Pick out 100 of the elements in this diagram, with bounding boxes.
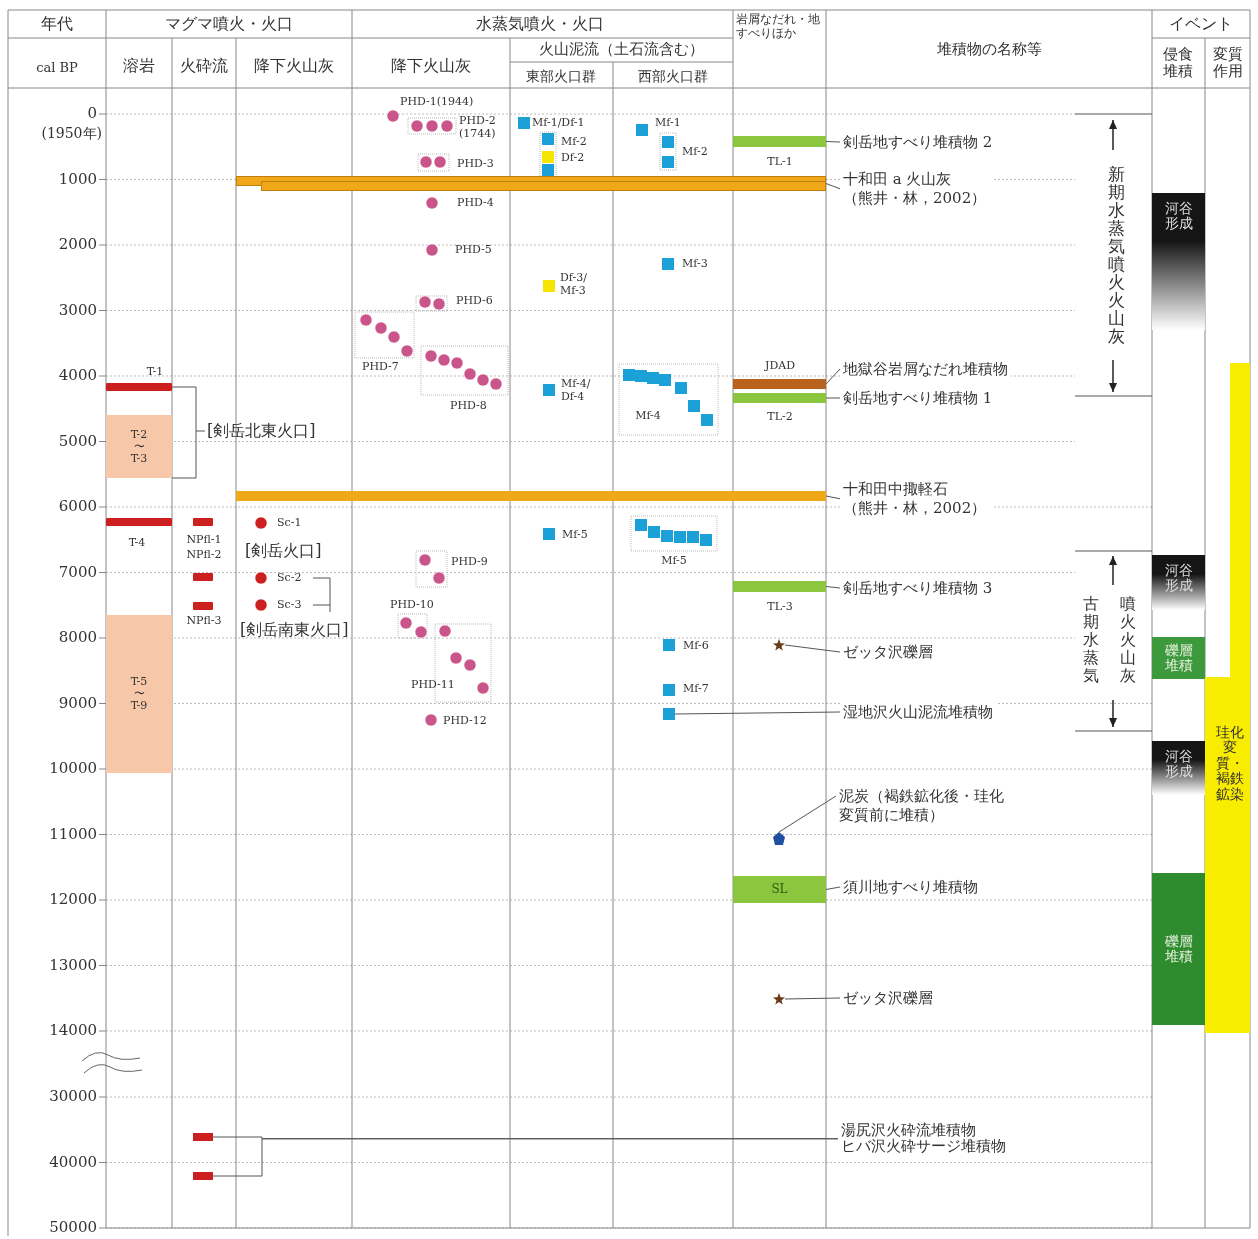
vent-label: [剣岳火口] [245,541,322,561]
marker-label: NPfl-3 [186,614,222,628]
event-bar: 河谷形成 [1152,741,1205,795]
leader-line [674,711,841,715]
column-header: 降下火山灰 [391,56,471,76]
vent-label: [剣岳北東火口] [207,421,316,441]
column-header: 変質作用 [1212,45,1244,81]
tick-label: 12000 [49,891,97,909]
marker-label: TL-2 [767,410,793,424]
tick-label: 11000 [49,825,97,844]
marker-label: Mf-3 [682,257,708,271]
tick-label: 3000 [58,301,97,320]
leader-line [778,795,837,833]
marker-label: PHD-2 (1744) [459,115,497,141]
deposit-name: 十和田 a 火山灰（熊井・林，2002） [840,170,992,208]
tick-label: 10000 [49,760,97,778]
column-header: マグマ噴火・火口 [165,14,293,34]
leader-line [825,886,841,890]
tephra-bar [236,491,826,501]
leader-line [825,495,841,500]
landslide-bar [733,136,826,147]
marker-label: Mf-2 [561,135,587,149]
marker-label: JDAD [765,359,795,373]
sample-range-box: T-5 〜 T-9 [106,615,172,773]
marker-label: Mf-6 [683,639,709,653]
leader-line [825,397,841,399]
column-header: 東部火口群 [526,67,596,85]
leader-line [212,1138,839,1177]
tick-label: 13000 [49,956,97,975]
tick-label: 8000 [58,629,97,647]
marker-label: NPfl-2 [186,548,222,562]
sample-range-box: T-2 〜 T-3 [106,415,172,478]
event-bar: 河谷形成 [1152,193,1205,330]
marker-label: PHD-5 [455,243,492,257]
column-header: 侵食堆積 [1162,45,1194,81]
marker-label: TL-3 [767,600,793,614]
marker-label: Sc-2 [277,571,302,585]
marker-label: PHD-3 [457,157,494,171]
column-header: 西部火口群 [638,67,708,85]
marker-label: Mf-1/Df-1 [532,116,585,130]
tick-label: 2000 [58,236,97,254]
marker-label: Df-2 [561,151,585,165]
marker-label: PHD-1(1944) [400,95,474,109]
leader-line [825,183,841,190]
tick-label: 6000 [58,498,97,516]
deposit-name: ゼッタ沢礫層 [840,642,936,662]
marker-label: PHD-9 [451,555,488,569]
marker-label: PHD-4 [457,196,494,210]
marker-label: Mf-4/ Df-4 [561,378,592,404]
diamond-marker [773,832,785,845]
event-bar: 礫層堆積 [1152,637,1205,679]
leader-line [784,997,841,1000]
column-header: 水蒸気噴火・火口 [476,14,604,34]
marker-label: TL-1 [767,155,793,169]
leader-line [825,141,841,143]
marker-label: NPfl-1 [186,533,222,547]
marker-label: PHD-10 [390,598,434,612]
deposit-name: 十和田中掫軽石（熊井・林，2002） [840,480,992,518]
deposit-name: 地獄谷岩屑なだれ堆積物 [840,359,1011,379]
event-bar: 河谷形成 [1152,555,1205,610]
tick-label: 4000 [58,367,97,385]
marker-label: PHD-12 [443,714,487,728]
column-header: cal BP [36,60,78,76]
column-header: イベント [1169,14,1233,34]
column-header: 降下火山灰 [254,56,334,76]
deposit-name: 湿地沢火山泥流堆積物 [840,702,996,722]
landslide-bar: SL [733,876,826,903]
debris-avalanche-bar [733,379,826,389]
landslide-bar [733,393,826,403]
tick-label: 1000 [58,170,97,189]
marker-label: PHD-7 [362,360,399,374]
tick-label: 7000 [58,563,97,582]
vent-label: [剣岳南東火口] [240,620,349,640]
tephra-bar [236,176,826,191]
event-bar: 珪化変質・褐鉄鉱染 [1205,363,1250,1033]
tick-label: (1950年) [41,124,102,142]
landslide-bar [733,581,826,592]
star-marker [773,639,785,651]
marker-label: PHD-11 [411,678,455,692]
event-bar: 礫層堆積 [1152,873,1205,1025]
tick-label: 5000 [58,432,97,451]
marker-label: T-1 [146,365,164,379]
marker-label: Mf-5 [562,528,588,542]
tick-label: 0 [87,105,97,123]
marker-label: Sc-3 [277,598,302,612]
tick-label: 40000 [49,1153,97,1172]
period-label: 新期水蒸気噴火火山灰 [1108,165,1126,345]
marker-label: Mf-1 [655,116,681,130]
pyroclastic-bar [193,1172,213,1180]
star-marker [773,993,785,1005]
marker-label: Mf-5 [661,554,687,568]
leader-line [825,368,841,385]
tick-label: 50000 [49,1219,97,1237]
marker-label: Mf-4 [635,409,661,423]
marker-label: Mf-2 [682,145,708,159]
deposit-name: ゼッタ沢礫層 [840,988,936,1008]
marker-label: Sc-1 [277,516,302,530]
column-header: 年代 [41,14,73,34]
column-header: 火山泥流（土石流含む） [538,41,704,59]
leader-line [825,586,841,589]
